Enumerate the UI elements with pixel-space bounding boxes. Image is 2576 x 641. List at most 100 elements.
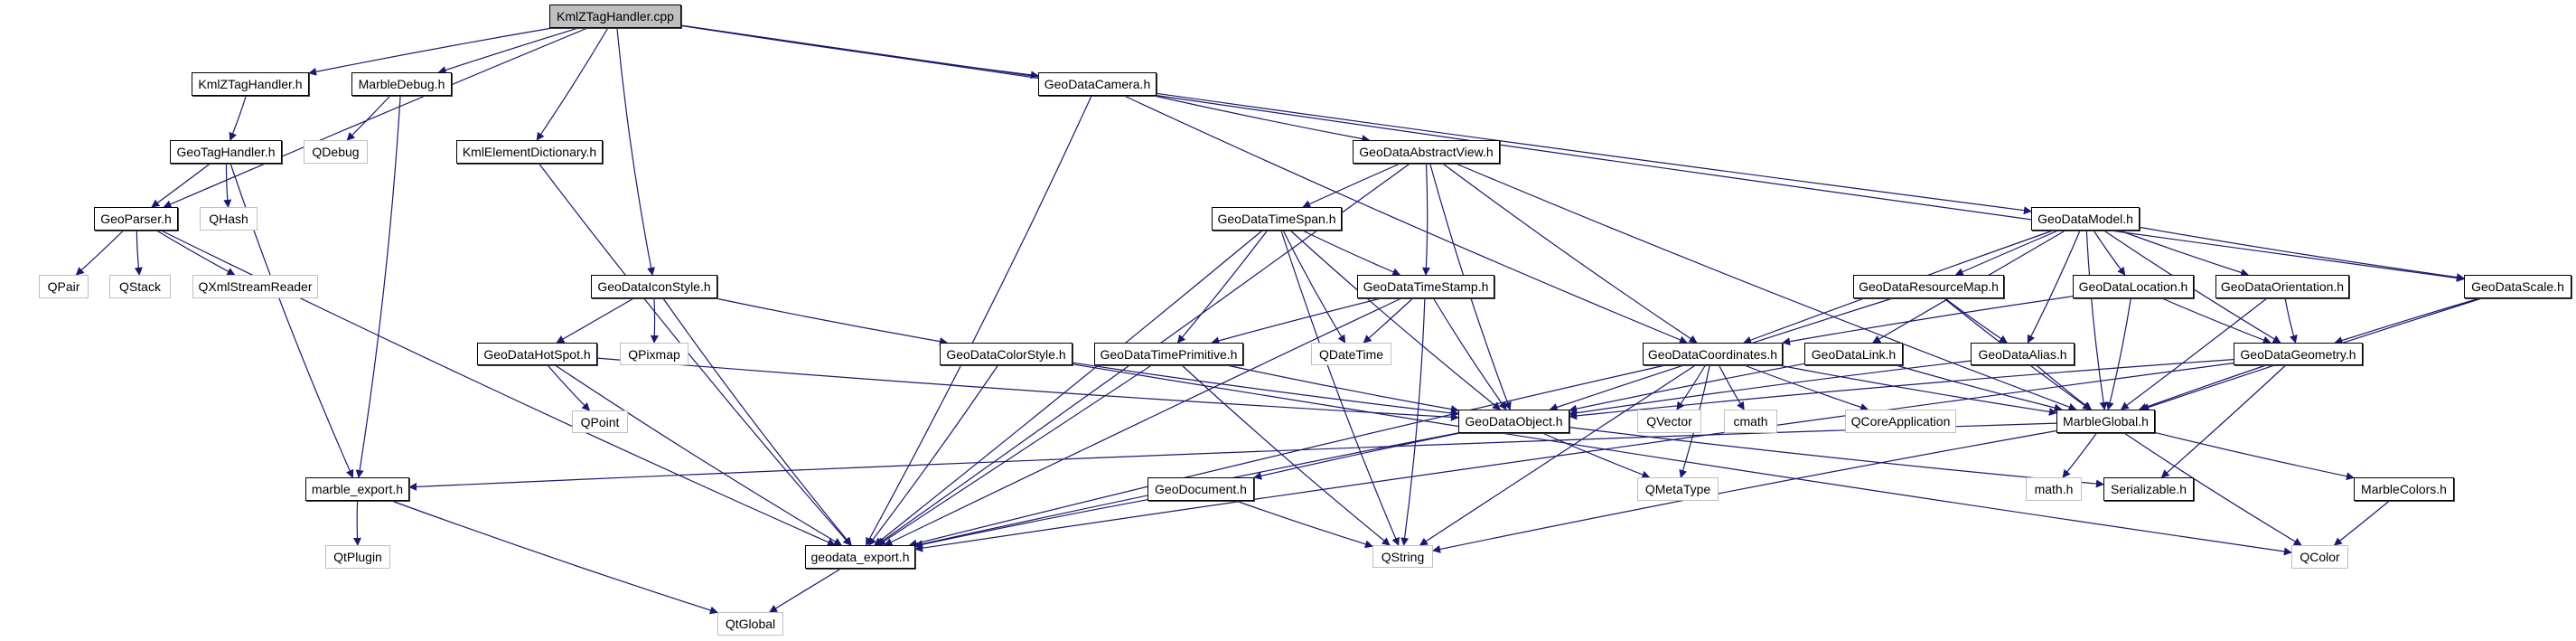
edge-geoparser-h-to-qstack: [134, 230, 143, 276]
node-geotaghandler-h[interactable]: GeoTagHandler.h: [170, 140, 282, 164]
node-qtplugin: QtPlugin: [325, 545, 390, 569]
edge-geodatascale-h-to-geodatageometry-h: [2334, 297, 2480, 344]
edge-geodocument-h-to-geodata-export-h: [914, 499, 1148, 549]
node-geodatacolorstyle-h[interactable]: GeoDataColorStyle.h: [940, 343, 1073, 365]
edge-geodataobject-h-to-geodocument-h: [1253, 432, 1460, 480]
node-label: GeoDataLink.h: [1811, 346, 1897, 362]
edge-marbleglobal-h-to-marble-export-h: [408, 422, 2057, 491]
node-kmlztaghandler-h[interactable]: KmlZTagHandler.h: [192, 72, 309, 96]
edge-kmlztaghandler-cpp-to-geodatascale-h: [680, 24, 2465, 282]
node-geodatageometry-h[interactable]: GeoDataGeometry.h: [2234, 343, 2363, 365]
node-label: GeoDataCoordinates.h: [1647, 346, 1778, 362]
node-label: math.h: [2034, 482, 2074, 496]
node-geodataobject-h[interactable]: GeoDataObject.h: [1458, 410, 1569, 433]
node-qmetatype: QMetaType: [1637, 477, 1719, 501]
node-label: MarbleGlobal.h: [2063, 414, 2149, 429]
node-geodataorientation-h[interactable]: GeoDataOrientation.h: [2215, 275, 2349, 298]
edge-geodatamodel-h-to-geodatalocation-h: [2093, 230, 2126, 276]
node-geodatacamera-h[interactable]: GeoDataCamera.h: [1038, 72, 1157, 96]
edge-geodatatimespan-h-to-geodatatimeprimitive-h: [1176, 230, 1269, 344]
node-geoparser-h[interactable]: GeoParser.h: [94, 207, 178, 231]
edge-geodatacoordinates-h-to-qstring: [1419, 364, 1696, 546]
node-qpixmap: QPixmap: [620, 343, 688, 365]
node-label: GeoDataColorStyle.h: [946, 346, 1066, 362]
node-geodatalink-h[interactable]: GeoDataLink.h: [1804, 343, 1903, 365]
node-geodatatimespan-h[interactable]: GeoDataTimeSpan.h: [1212, 207, 1342, 231]
node-label: GeoDataObject.h: [1465, 414, 1563, 429]
node-marble-export-h[interactable]: marble_export.h: [305, 477, 409, 501]
node-geodocument-h[interactable]: GeoDocument.h: [1147, 477, 1254, 501]
node-geodatahotspot-h[interactable]: GeoDataHotSpot.h: [477, 343, 597, 365]
edge-geodataobject-h-to-qmetatype: [1541, 432, 1651, 479]
node-qstack: QStack: [109, 275, 171, 298]
node-label: GeoDataScale.h: [2471, 279, 2564, 294]
edge-geodatageometry-h-to-marbleglobal-h: [2138, 364, 2266, 411]
node-geodatascale-h[interactable]: GeoDataScale.h: [2464, 275, 2571, 298]
node-geodataiconstyle-h[interactable]: GeoDataIconStyle.h: [591, 275, 717, 298]
node-marblecolors-h[interactable]: MarbleColors.h: [2354, 477, 2454, 501]
node-label: GeoDataTimeSpan.h: [1217, 212, 1336, 226]
node-label: GeoDataTimePrimitive.h: [1100, 346, 1238, 362]
node-label: GeoDataResourceMap.h: [1859, 279, 1999, 294]
node-label: GeoDataAbstractView.h: [1359, 145, 1494, 159]
edge-geoparser-h-to-qpair: [75, 230, 125, 276]
edge-geodatatimestamp-h-to-geodataobject-h: [1432, 297, 1507, 410]
node-label: QHash: [209, 212, 248, 226]
node-geodataabstractview-h[interactable]: GeoDataAbstractView.h: [1353, 140, 1500, 164]
node-kmlelementdictionary-h[interactable]: KmlElementDictionary.h: [456, 140, 603, 164]
edge-geodatamodel-h-to-geodataresourcemap-h: [1954, 230, 2059, 276]
node-label: GeoDataTimeStamp.h: [1363, 279, 1489, 294]
edge-geodatamodel-h-to-geodataalias-h: [2027, 230, 2081, 344]
node-geodataalias-h[interactable]: GeoDataAlias.h: [1971, 343, 2075, 365]
node-label: KmlZTagHandler.h: [198, 77, 303, 91]
node-marbleglobal-h[interactable]: MarbleGlobal.h: [2056, 410, 2155, 433]
node-geodatatimeprimitive-h[interactable]: GeoDataTimePrimitive.h: [1094, 343, 1243, 365]
edge-geodatatimestamp-h-to-qdatetime: [1363, 297, 1414, 344]
node-label: GeoDocument.h: [1155, 482, 1247, 496]
edge-kmlztaghandler-h-to-geotaghandler-h: [229, 95, 247, 141]
edge-geodataiconstyle-h-to-geodatahotspot-h: [556, 297, 634, 344]
node-label: QPoint: [580, 414, 620, 429]
node-geodataresourcemap-h[interactable]: GeoDataResourceMap.h: [1853, 275, 2004, 298]
edge-marbleglobal-h-to-qstring: [1432, 429, 2057, 553]
edge-geodataabstractview-h-to-geodatacoordinates-h: [1442, 163, 1698, 344]
edge-kmlztaghandler-cpp-to-kmlelementdictionary-h: [536, 27, 609, 141]
node-marbledebug-h[interactable]: MarbleDebug.h: [351, 72, 452, 96]
node-label: GeoDataLocation.h: [2078, 279, 2188, 294]
edge-geodatalocation-h-to-geodatacoordinates-h: [1782, 296, 2074, 346]
edge-geodatamodel-h-to-geodatascale-h: [2139, 226, 2465, 282]
edge-geodatalink-h-to-geodataobject-h: [1569, 363, 1805, 413]
edge-geodatalocation-h-to-geodatageometry-h: [2161, 297, 2272, 344]
edge-geoparser-h-to-qxmlstreamreader: [156, 230, 236, 276]
node-label: QString: [1381, 549, 1425, 564]
edge-geodataresourcemap-h-to-geodataalias-h: [1944, 297, 2008, 344]
node-label: QCoreApplication: [1850, 414, 1951, 429]
node-geodatalocation-h[interactable]: GeoDataLocation.h: [2073, 275, 2194, 298]
edge-geodatatimestamp-h-to-qstring: [1400, 297, 1426, 546]
edge-marblecolors-h-to-qcolor: [2333, 500, 2390, 546]
node-geodata-export-h[interactable]: geodata_export.h: [805, 545, 915, 569]
node-label: GeoDataOrientation.h: [2220, 279, 2345, 294]
node-label: KmlZTagHandler.cpp: [557, 9, 674, 24]
node-label: QVector: [1646, 414, 1692, 429]
node-label: KmlElementDictionary.h: [462, 145, 597, 159]
node-qdebug: QDebug: [304, 140, 368, 164]
edge-geodatacolorstyle-h-to-geodataobject-h: [1072, 362, 1459, 418]
node-geodatatimestamp-h[interactable]: GeoDataTimeStamp.h: [1357, 275, 1494, 298]
edge-geodatacoordinates-h-to-qcoreapplication: [1744, 364, 1869, 411]
node-geodatamodel-h[interactable]: GeoDataModel.h: [2031, 207, 2140, 231]
edge-marbledebug-h-to-qdebug: [346, 95, 391, 141]
edge-geodataalias-h-to-geodataobject-h: [1569, 360, 1972, 418]
edge-geodatacoordinates-h-to-marbleglobal-h: [1778, 364, 2057, 416]
node-qcoreapplication: QCoreApplication: [1845, 410, 1956, 433]
edge-marble-export-h-to-qtplugin: [352, 500, 361, 546]
node-label: QtPlugin: [333, 550, 382, 564]
node-geodatacoordinates-h[interactable]: GeoDataCoordinates.h: [1643, 343, 1783, 365]
node-label: QStack: [119, 279, 161, 294]
edge-geodatacolorstyle-h-to-geodata-export-h: [867, 364, 998, 546]
node-serializable-h[interactable]: Serializable.h: [2103, 477, 2194, 501]
node-label: GeoDataHotSpot.h: [483, 346, 591, 362]
edge-geodatatimeprimitive-h-to-geodata-export-h: [877, 364, 1152, 546]
edge-geodataobject-h-to-serializable-h: [1569, 427, 2104, 488]
